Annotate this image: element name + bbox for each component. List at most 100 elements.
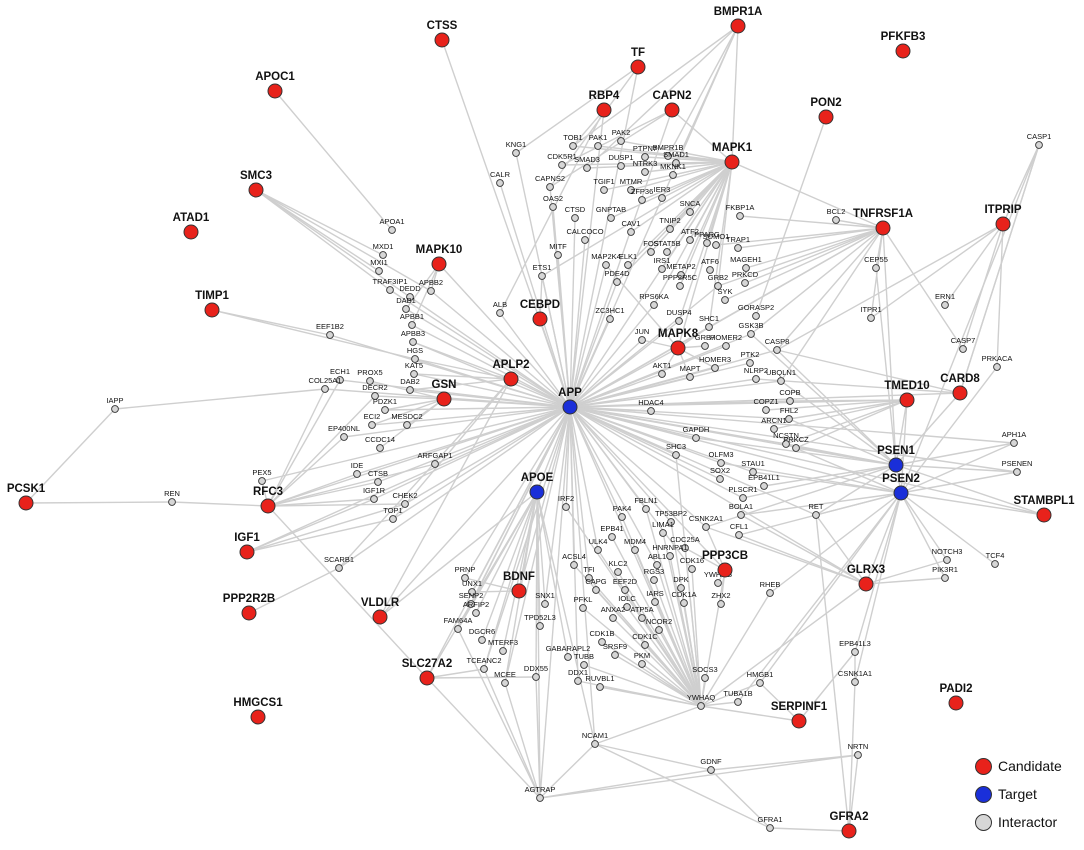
node-serpinf1[interactable]: SERPINF1 — [771, 701, 828, 729]
node-ppp3cb[interactable]: PPP3CB — [702, 550, 748, 578]
node-smad3[interactable]: SMAD3 — [574, 155, 600, 172]
node-gsn[interactable]: GSN — [432, 379, 457, 407]
node-pak4[interactable]: PAK4 — [613, 504, 632, 521]
node-vldlr[interactable]: VLDLR — [361, 597, 400, 625]
node-snx1[interactable]: SNX1 — [535, 591, 555, 608]
node-bola1[interactable]: BOLA1 — [729, 502, 753, 519]
node-fam64a[interactable]: FAM64A — [444, 616, 473, 633]
node-tfi[interactable]: TFI — [583, 565, 595, 582]
node-capn2[interactable]: CAPN2 — [653, 90, 692, 118]
node-itprip[interactable]: ITPRIP — [984, 204, 1022, 232]
node-cfl1[interactable]: CFL1 — [730, 522, 748, 539]
node-pak1[interactable]: PAK1 — [589, 133, 608, 150]
node-tubb[interactable]: TUBB — [574, 652, 594, 669]
node-srsf9[interactable]: SRSF9 — [603, 642, 627, 659]
node-ntrk3[interactable]: NTRK3 — [633, 159, 658, 176]
node-dusp4[interactable]: DUSP4 — [666, 308, 692, 325]
node-homer2[interactable]: HOMER2 — [710, 333, 742, 350]
node-atad1[interactable]: ATAD1 — [173, 212, 210, 240]
node-olfm3[interactable]: OLFM3 — [708, 450, 734, 467]
node-irf2[interactable]: IRF2 — [558, 494, 574, 511]
node-mxi1[interactable]: MXI1 — [370, 258, 388, 275]
node-anxa2[interactable]: ANXA2 — [601, 605, 626, 622]
node-copz1[interactable]: COPZ1 — [753, 397, 779, 414]
node-eci2[interactable]: ECI2 — [364, 412, 381, 429]
node-smc3[interactable]: SMC3 — [240, 170, 272, 198]
node-copb[interactable]: COPB — [779, 388, 801, 405]
node-map2k4[interactable]: MAP2K4 — [591, 252, 621, 269]
node-dpk[interactable]: DPK — [673, 575, 689, 592]
node-zhx2[interactable]: ZHX2 — [711, 591, 731, 608]
node-gapdh[interactable]: GAPDH — [683, 425, 710, 442]
node-elk1[interactable]: ELK1 — [619, 252, 637, 269]
node-unx1[interactable]: UNX1 — [462, 579, 482, 596]
node-prox5[interactable]: PROX5 — [357, 368, 383, 385]
node-igf1[interactable]: IGF1 — [234, 532, 260, 560]
node-lima1[interactable]: LIMA1 — [652, 520, 674, 537]
node-arfip2[interactable]: ARFIP2 — [463, 600, 489, 617]
node-top1[interactable]: TOP1 — [383, 506, 403, 523]
node-ddx1[interactable]: DDX1 — [568, 668, 588, 685]
node-shc1[interactable]: SHC1 — [699, 314, 719, 331]
node-epb41l3[interactable]: EPB41L3 — [839, 639, 871, 656]
node-apbb2[interactable]: APBB2 — [419, 278, 443, 295]
node-oas2[interactable]: OAS2 — [543, 194, 563, 211]
node-bcl2[interactable]: BCL2 — [827, 207, 846, 224]
node-iars[interactable]: IARS — [646, 589, 664, 606]
node-itpr1[interactable]: ITPR1 — [860, 305, 882, 322]
node-epb41[interactable]: EPB41 — [600, 524, 624, 541]
node-iolc[interactable]: IOLC — [618, 594, 636, 611]
node-rbp4[interactable]: RBP4 — [589, 90, 620, 118]
node-zfp36[interactable]: ZFP36 — [631, 187, 654, 204]
node-calr[interactable]: CALR — [490, 170, 511, 187]
node-gfra1[interactable]: GFRA1 — [757, 815, 783, 832]
node-mageh1[interactable]: MAGEH1 — [730, 255, 762, 272]
node-gfra2[interactable]: GFRA2 — [830, 811, 869, 839]
node-apbb1[interactable]: APBB1 — [400, 312, 424, 329]
node-casp8[interactable]: CASP8 — [765, 337, 790, 354]
node-cdc25a[interactable]: CDC25A — [670, 535, 700, 552]
node-ide[interactable]: IDE — [351, 461, 364, 478]
node-pik3r1[interactable]: PIK3R1 — [932, 565, 958, 582]
node-plscr1[interactable]: PLSCR1 — [728, 485, 758, 502]
node-hdac4[interactable]: HDAC4 — [638, 398, 664, 415]
node-tpd52l3[interactable]: TPD52L3 — [524, 613, 556, 630]
node-grb7[interactable]: GRB7 — [695, 333, 715, 350]
node-arcn1[interactable]: ARCN1 — [761, 416, 787, 433]
node-gabarapl2[interactable]: GABARAPL2 — [546, 644, 591, 661]
node-iapp[interactable]: IAPP — [106, 396, 124, 413]
node-dab1[interactable]: DAB1 — [396, 296, 416, 313]
node-ncor2[interactable]: NCOR2 — [646, 617, 672, 634]
node-aph1a[interactable]: APH1A — [1002, 430, 1027, 447]
node-mxd1[interactable]: MXD1 — [373, 242, 394, 259]
node-tp53bp2[interactable]: TP53BP2 — [655, 509, 687, 526]
node-senp2[interactable]: SENP2 — [459, 591, 484, 608]
node-bmpr1b[interactable]: BMPR1B — [653, 143, 684, 160]
node-atf6[interactable]: ATF6 — [701, 257, 719, 274]
node-fos[interactable]: FOS — [643, 239, 659, 256]
node-timp1[interactable]: TIMP1 — [195, 290, 230, 318]
node-ppp2r5c[interactable]: PPP2R5C — [663, 273, 698, 290]
node-padi2[interactable]: PADI2 — [939, 683, 973, 711]
node-ptk2[interactable]: PTK2 — [741, 350, 760, 367]
node-gdnf[interactable]: GDNF — [700, 757, 722, 774]
node-sox2[interactable]: SOX2 — [710, 466, 730, 483]
node-scarb1[interactable]: SCARB1 — [324, 555, 354, 572]
node-klc2[interactable]: KLC2 — [609, 559, 628, 576]
node-notch3[interactable]: NOTCH3 — [932, 547, 963, 564]
node-metap2[interactable]: METAP2 — [666, 262, 696, 279]
node-calcoco[interactable]: CALCOCO — [566, 227, 604, 244]
node-trap1[interactable]: TRAP1 — [726, 235, 750, 252]
node-pak2[interactable]: PAK2 — [612, 128, 631, 145]
node-ech1[interactable]: ECH1 — [330, 367, 350, 384]
node-col25a1[interactable]: COL25A1 — [309, 376, 342, 393]
node-rps6ka[interactable]: RPS6KA — [639, 292, 669, 309]
node-pex5[interactable]: PEX5 — [252, 468, 272, 485]
node-arfgap1[interactable]: ARFGAP1 — [417, 451, 453, 468]
node-ubqln1[interactable]: UBQLN1 — [766, 368, 796, 385]
node-stat5b[interactable]: STAT5B — [653, 239, 681, 256]
node-mesdc2[interactable]: MESDC2 — [391, 412, 423, 429]
node-pcsk1[interactable]: PCSK1 — [7, 483, 46, 511]
node-atp5a[interactable]: ATP5A — [630, 605, 654, 622]
node-tmed10[interactable]: TMED10 — [884, 380, 930, 408]
